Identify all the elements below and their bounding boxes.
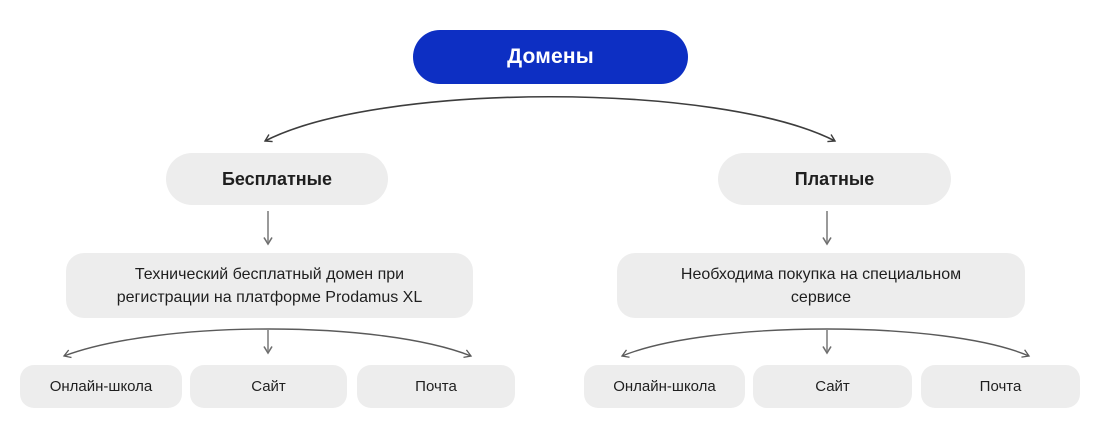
arrow-free-fan: [62, 328, 473, 359]
node-free-description: Технический бесплатный домен при регистр…: [66, 253, 473, 318]
node-domains-label: Домены: [507, 45, 594, 68]
arrow-paid-fan: [620, 328, 1031, 358]
node-free-online-school: Онлайн-школа: [20, 365, 182, 408]
node-paid-description: Необходима покупка на специальном сервис…: [617, 253, 1025, 318]
leaf-label: Почта: [979, 378, 1022, 395]
node-paid: Платные: [718, 153, 951, 205]
node-free-mail: Почта: [357, 365, 515, 408]
node-paid-mail: Почта: [921, 365, 1080, 408]
leaf-label: Сайт: [251, 378, 286, 395]
paid-description-line-2: сервисе: [790, 288, 852, 306]
leaf-label: Онлайн-школа: [49, 378, 153, 395]
node-free-label: Бесплатные: [221, 168, 333, 189]
leaf-label: Сайт: [815, 378, 850, 395]
leaf-label: Онлайн-школа: [613, 378, 716, 395]
leaf-label: Почта: [415, 378, 457, 395]
node-paid-online-school: Онлайн-школа: [584, 365, 745, 408]
node-free-site: Сайт: [190, 365, 347, 408]
node-paid-site: Сайт: [753, 365, 912, 408]
node-domains: Домены: [413, 30, 688, 84]
free-description-line-2: регистрации на платформе Prodamus XL: [116, 288, 423, 306]
arrow-root-split: [263, 96, 837, 143]
node-free: Бесплатные: [166, 153, 388, 205]
paid-description-line-1: Необходима покупка на специальном: [680, 265, 962, 283]
free-description-line-1: Технический бесплатный домен при: [134, 265, 405, 283]
node-paid-label: Платные: [794, 168, 875, 189]
